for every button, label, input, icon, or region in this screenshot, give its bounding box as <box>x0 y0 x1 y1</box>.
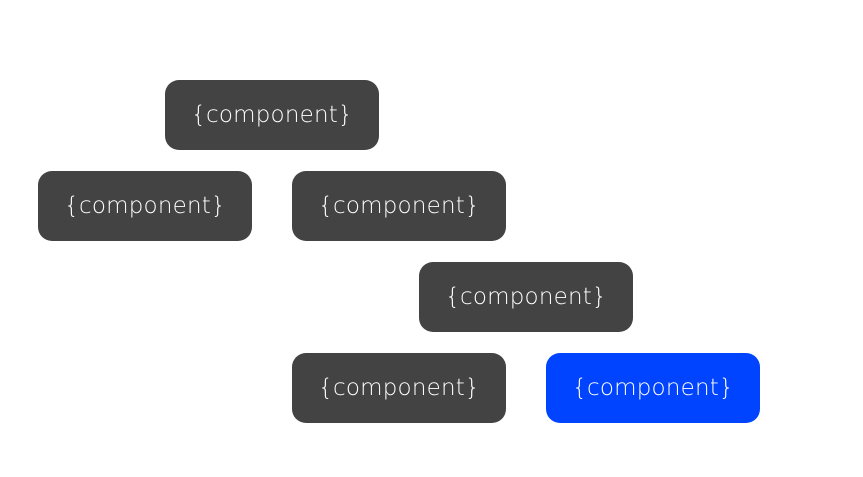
component-node-right-child[interactable]: {component} <box>292 171 506 241</box>
component-node-label: {component} <box>318 193 480 219</box>
component-node-left-child[interactable]: {component} <box>38 171 252 241</box>
component-node-label: {component} <box>445 284 607 310</box>
component-node-grandchild[interactable]: {component} <box>419 262 633 332</box>
component-node-label: {component} <box>64 193 226 219</box>
component-node-leaf-active[interactable]: {component} <box>546 353 760 423</box>
component-node-leaf-left[interactable]: {component} <box>292 353 506 423</box>
component-node-label: {component} <box>572 375 734 401</box>
component-node-label: {component} <box>191 102 353 128</box>
component-node-label: {component} <box>318 375 480 401</box>
component-node-root[interactable]: {component} <box>165 80 379 150</box>
